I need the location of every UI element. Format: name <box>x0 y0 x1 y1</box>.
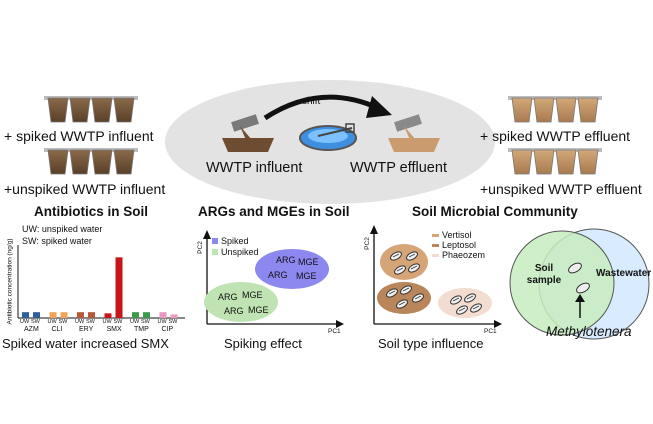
bar-sub-label-cip-sw: SW <box>168 319 178 325</box>
bar-ery-uw <box>77 312 84 318</box>
legend-uw: UW: unspiked water <box>22 224 103 234</box>
microbe-icon <box>400 285 412 295</box>
label-unspiked-effluent: +unspiked WWTP effluent <box>480 181 642 197</box>
bar-category-smx: SMX <box>106 326 122 333</box>
label-spiked-effluent: + spiked WWTP effluent <box>480 128 631 144</box>
bar-sub-label-azm-uw: UW <box>20 319 30 325</box>
legend-phaeozem: Phaeozem <box>442 250 486 260</box>
bar-smx-sw <box>115 257 123 318</box>
microbe-icon <box>450 295 462 305</box>
bar-cip-uw <box>159 312 167 318</box>
spiked-mge-2: MGE <box>296 271 317 281</box>
unspiked-arg-2: ARG <box>224 306 244 316</box>
bar-sub-label-ery-sw: SW <box>86 319 95 325</box>
spiked-arg-1: ARG <box>276 255 296 265</box>
title-args: ARGs and MGEs in Soil <box>198 204 350 219</box>
bar-cip-sw <box>170 314 178 318</box>
bar-smx-uw <box>104 313 112 318</box>
unspiked-arg-1: ARG <box>218 292 238 302</box>
bar-sub-label-smx-sw: SW <box>113 319 123 325</box>
venn-soil-circle <box>509 230 615 336</box>
bar-tmp-sw <box>143 312 150 318</box>
pca1-pc1-label: PC1 <box>328 328 341 335</box>
caption-antibiotics: Spiked water increased SMX <box>2 336 169 351</box>
legend-phaeozem-swatch <box>432 254 439 257</box>
microbe-icon <box>406 251 418 261</box>
spiked-arg-2: ARG <box>268 270 288 280</box>
legend-leptosol: Leptosol <box>442 240 477 250</box>
caption-args: Spiking effect <box>224 336 302 351</box>
venn-wastewater-label: Wastewater <box>596 268 652 279</box>
legend-vertisol-swatch <box>432 234 439 237</box>
legend-vertisol: Vertisol <box>442 230 472 240</box>
microbe-icon <box>408 263 420 273</box>
bar-sub-label-tmp-sw: SW <box>141 319 150 325</box>
title-community: Soil Microbial Community <box>412 204 578 219</box>
bar-category-tmp: TMP <box>134 326 149 333</box>
microbe-icon <box>412 293 424 303</box>
shift-label: shift <box>302 96 321 107</box>
unspiked-cluster <box>204 282 278 322</box>
bar-sub-label-cli-sw: SW <box>58 319 68 325</box>
vertisol-cluster <box>380 244 428 280</box>
phaeozem-cluster <box>438 288 492 318</box>
venn-overlap-microbes <box>568 262 590 294</box>
bar-category-cip: CIP <box>161 326 174 333</box>
bar-category-cli: CLI <box>51 326 63 333</box>
pca1-pc2-label: PC2 <box>196 241 204 254</box>
legend-sw: SW: spiked water <box>22 236 92 246</box>
genus-label: Methylotenera <box>546 324 632 339</box>
bar-sub-label-tmp-uw: UW <box>130 319 140 325</box>
label-spiked-influent: + spiked WWTP influent <box>4 128 154 144</box>
legend-spiked-swatch <box>212 238 218 244</box>
bar-sub-label-ery-uw: UW <box>75 319 85 325</box>
bar-azm-sw <box>33 312 40 318</box>
legend-unspiked: Unspiked <box>221 247 259 257</box>
bar-azm-uw <box>22 312 29 318</box>
legend-unspiked-swatch <box>212 249 218 255</box>
microbe-icon <box>396 299 408 309</box>
microbe-icon <box>386 288 398 298</box>
bar-y-label: Antibiotic concentration (ng/g) <box>6 238 14 325</box>
bar-cli-uw <box>49 312 57 318</box>
bar-category-azm: AZM <box>24 326 39 333</box>
label-unspiked-influent: +unspiked WWTP influent <box>4 181 166 197</box>
bar-sub-label-azm-sw: SW <box>31 319 40 325</box>
legend-leptosol-swatch <box>432 244 439 247</box>
venn-soil-label: Soil sample <box>526 263 562 286</box>
pca2-pc1-label: PC1 <box>484 328 497 335</box>
bar-cli-sw <box>60 312 68 318</box>
bar-category-ery: ERY <box>79 326 94 333</box>
caption-community: Soil type influence <box>378 336 484 351</box>
wwtp-influent-label: WWTP influent <box>206 160 303 176</box>
pca2-pc2-label: PC2 <box>363 237 371 250</box>
spiked-mge-1: MGE <box>298 257 319 267</box>
unspiked-mge-2: MGE <box>248 305 269 315</box>
bar-ery-sw <box>88 312 95 318</box>
bar-sub-label-cip-uw: UW <box>157 319 167 325</box>
wwtp-effluent-label: WWTP effluent <box>350 160 447 176</box>
microbe-icon <box>390 251 402 261</box>
microbe-icon <box>470 303 482 313</box>
title-antibiotics: Antibiotics in Soil <box>34 204 148 219</box>
legend-spiked: Spiked <box>221 236 249 246</box>
bar-sub-label-smx-uw: UW <box>102 319 112 325</box>
bar-tmp-uw <box>132 312 139 318</box>
bar-sub-label-cli-uw: UW <box>47 319 57 325</box>
unspiked-mge-1: MGE <box>242 290 263 300</box>
microbe-icon <box>464 293 476 303</box>
microbe-icon <box>394 265 406 275</box>
microbe-icon <box>456 305 468 315</box>
spiked-cluster <box>255 249 329 289</box>
